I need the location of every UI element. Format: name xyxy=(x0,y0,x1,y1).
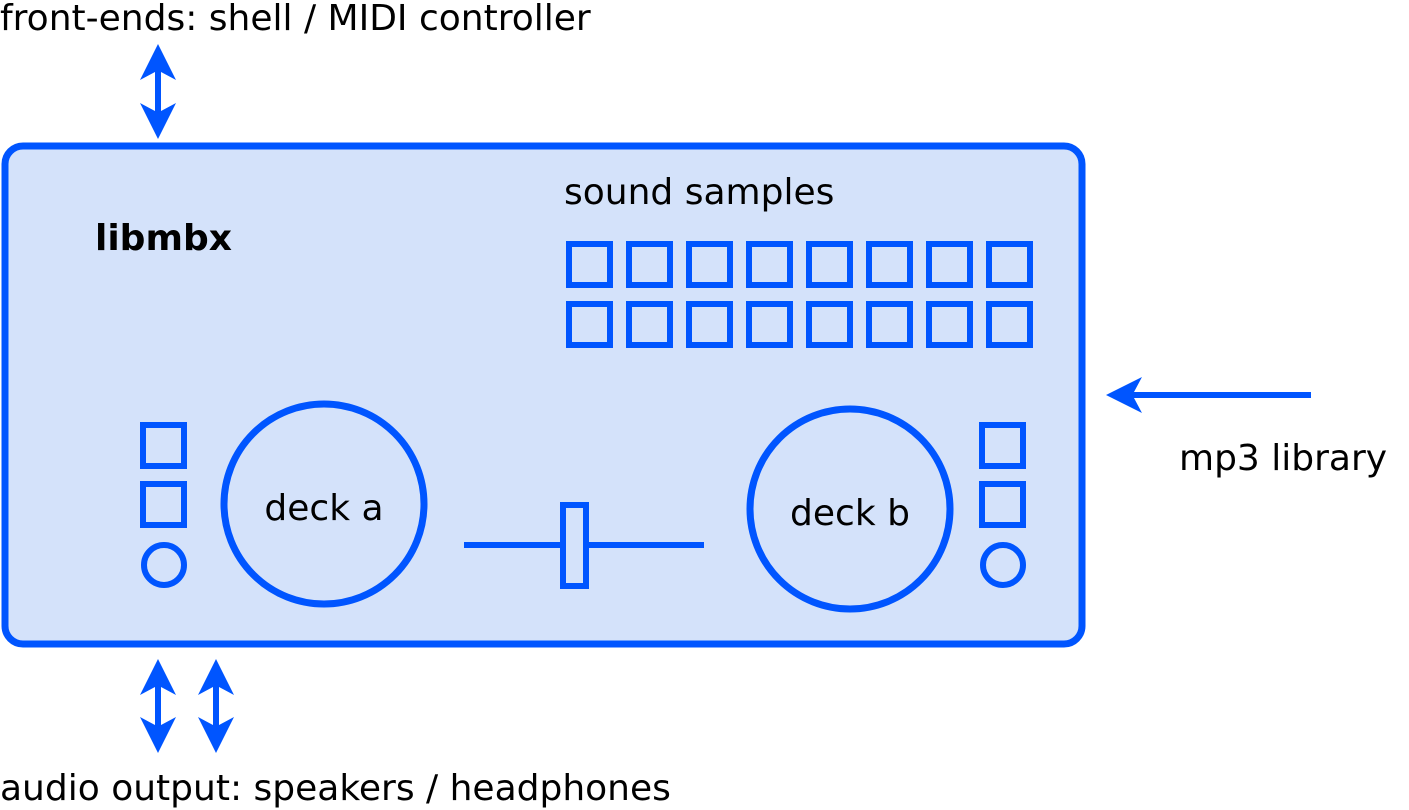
libmbx-title: libmbx xyxy=(95,218,232,259)
deck-b-turntable[interactable] xyxy=(746,405,954,613)
deck-a-turntable[interactable] xyxy=(220,400,428,608)
deck-b-controls xyxy=(979,422,1026,588)
sound-sample-pad[interactable] xyxy=(626,301,673,348)
sound-sample-pad[interactable] xyxy=(926,301,973,348)
deck-a-button-2[interactable] xyxy=(140,481,187,528)
sound-sample-pad[interactable] xyxy=(746,301,793,348)
deck-b-label: deck b xyxy=(790,493,910,534)
deck-a-label: deck a xyxy=(264,488,383,529)
sound-sample-pad[interactable] xyxy=(686,301,733,348)
sound-sample-pad[interactable] xyxy=(866,241,913,288)
sound-sample-pad[interactable] xyxy=(986,301,1033,348)
deck-a-controls xyxy=(140,422,187,588)
sound-sample-pad[interactable] xyxy=(986,241,1033,288)
deck-a-knob[interactable] xyxy=(141,542,187,588)
crossfader xyxy=(464,502,704,589)
sound-sample-pad[interactable] xyxy=(566,241,613,288)
sound-sample-pad[interactable] xyxy=(806,241,853,288)
sound-sample-pad[interactable] xyxy=(626,241,673,288)
front-ends-label: front-ends: shell / MIDI controller xyxy=(0,0,591,39)
sound-sample-pad[interactable] xyxy=(566,301,613,348)
libmbx-panel xyxy=(1,142,1086,648)
sound-sample-pad-grid xyxy=(566,241,1033,348)
deck-b-button-2[interactable] xyxy=(979,481,1026,528)
sound-sample-pad[interactable] xyxy=(806,301,853,348)
sound-sample-pad[interactable] xyxy=(746,241,793,288)
audio-output-label: audio output: speakers / headphones xyxy=(0,768,671,809)
deck-b-button-1[interactable] xyxy=(979,422,1026,469)
sound-sample-pad[interactable] xyxy=(926,241,973,288)
deck-a-button-1[interactable] xyxy=(140,422,187,469)
sound-samples-label: sound samples xyxy=(564,172,834,213)
crossfader-handle[interactable] xyxy=(560,502,589,589)
sound-sample-pad[interactable] xyxy=(686,241,733,288)
sound-sample-pad[interactable] xyxy=(866,301,913,348)
mp3-library-label: mp3 library xyxy=(1179,438,1387,479)
deck-b-knob[interactable] xyxy=(980,542,1026,588)
